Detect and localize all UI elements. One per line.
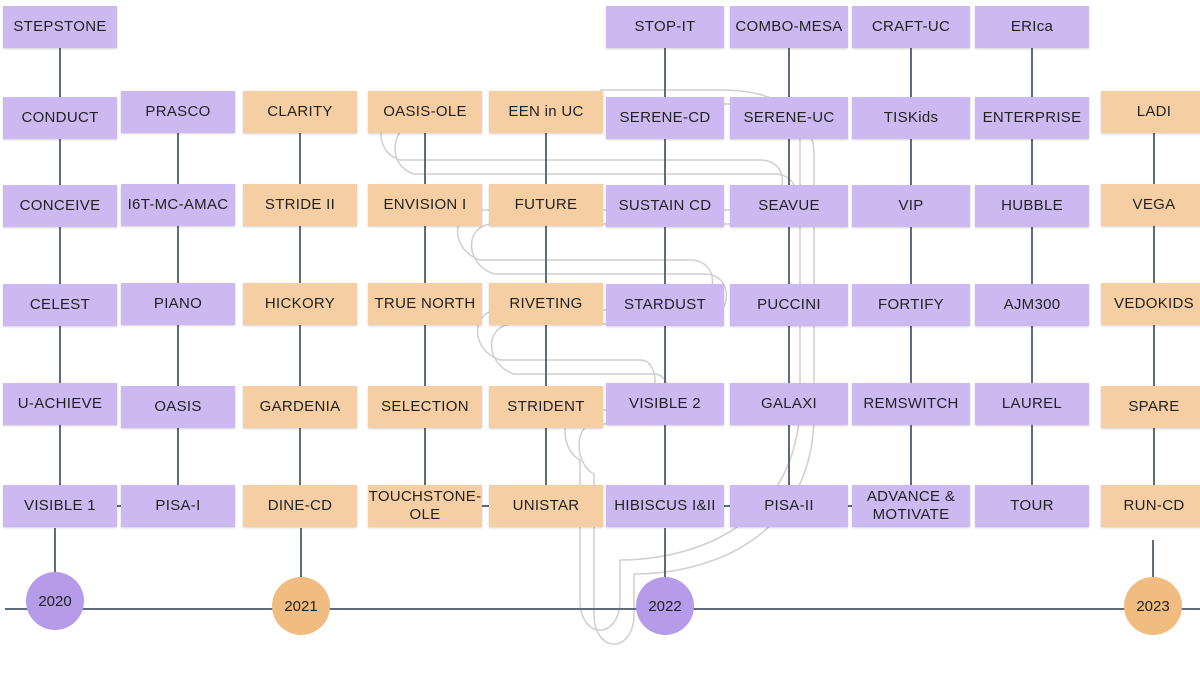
trial-box: PISA-II bbox=[730, 485, 848, 527]
trial-box: STRIDENT bbox=[489, 386, 603, 428]
trial-box: SELECTION bbox=[368, 386, 482, 428]
trial-box: OASIS-OLE bbox=[368, 91, 482, 133]
trial-box: CLARITY bbox=[243, 91, 357, 133]
trial-box: FUTURE bbox=[489, 184, 603, 226]
trial-box: CONCEIVE bbox=[3, 185, 117, 227]
trial-box: VEDOKIDS bbox=[1101, 283, 1200, 325]
trial-box: STOP-IT bbox=[606, 6, 724, 48]
trial-box: SUSTAIN CD bbox=[606, 185, 724, 227]
trial-box: ADVANCE & MOTIVATE bbox=[852, 485, 970, 527]
trial-box: STEPSTONE bbox=[3, 6, 117, 48]
trial-box: SEAVUE bbox=[730, 185, 848, 227]
trial-box: PISA-I bbox=[121, 485, 235, 527]
trial-box: TISKids bbox=[852, 97, 970, 139]
trial-box: I6T-MC-AMAC bbox=[121, 184, 235, 226]
year-marker: 2020 bbox=[26, 572, 84, 630]
trial-box: U-ACHIEVE bbox=[3, 383, 117, 425]
trial-box: STRIDE II bbox=[243, 184, 357, 226]
trial-box: EEN in UC bbox=[489, 91, 603, 133]
trial-box: SERENE-CD bbox=[606, 97, 724, 139]
trial-box: STARDUST bbox=[606, 284, 724, 326]
year-marker: 2021 bbox=[272, 577, 330, 635]
trial-box: GARDENIA bbox=[243, 386, 357, 428]
trial-box: HUBBLE bbox=[975, 185, 1089, 227]
trial-box: VISIBLE 1 bbox=[3, 485, 117, 527]
trial-box: RUN-CD bbox=[1101, 485, 1200, 527]
trial-box: LADI bbox=[1101, 91, 1200, 133]
trial-box: OASIS bbox=[121, 386, 235, 428]
trial-box: FORTIFY bbox=[852, 284, 970, 326]
trial-box: TRUE NORTH bbox=[368, 283, 482, 325]
trial-box: HIBISCUS I&II bbox=[606, 485, 724, 527]
trial-box: SERENE-UC bbox=[730, 97, 848, 139]
trial-box: AJM300 bbox=[975, 284, 1089, 326]
trial-box: UNISTAR bbox=[489, 485, 603, 527]
trial-box: HICKORY bbox=[243, 283, 357, 325]
trial-box: CONDUCT bbox=[3, 97, 117, 139]
trial-box: SPARE bbox=[1101, 386, 1200, 428]
trial-box: ERIca bbox=[975, 6, 1089, 48]
year-marker: 2022 bbox=[636, 577, 694, 635]
trial-box: VEGA bbox=[1101, 184, 1200, 226]
trial-box: GALAXI bbox=[730, 383, 848, 425]
trial-box: PRASCO bbox=[121, 91, 235, 133]
trial-box: CELEST bbox=[3, 284, 117, 326]
trial-box: COMBO-MESA bbox=[730, 6, 848, 48]
trial-box: RIVETING bbox=[489, 283, 603, 325]
trial-box: ENVISION I bbox=[368, 184, 482, 226]
trial-box: ENTERPRISE bbox=[975, 97, 1089, 139]
trial-box: PIANO bbox=[121, 283, 235, 325]
trial-box: TOUR bbox=[975, 485, 1089, 527]
trial-box: VIP bbox=[852, 185, 970, 227]
trial-box: CRAFT-UC bbox=[852, 6, 970, 48]
trial-box: VISIBLE 2 bbox=[606, 383, 724, 425]
year-marker: 2023 bbox=[1124, 577, 1182, 635]
trial-box: TOUCHSTONE-OLE bbox=[368, 485, 482, 527]
trial-box: LAUREL bbox=[975, 383, 1089, 425]
trial-box: DINE-CD bbox=[243, 485, 357, 527]
trial-box: REMSWITCH bbox=[852, 383, 970, 425]
trial-box: PUCCINI bbox=[730, 284, 848, 326]
